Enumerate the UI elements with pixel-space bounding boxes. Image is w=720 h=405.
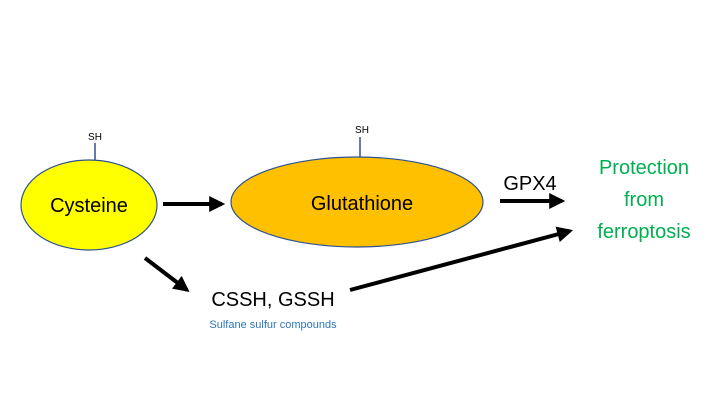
cysteine-ellipse <box>20 159 158 251</box>
outcome-line-2: from <box>624 189 664 211</box>
arrow-persulfides-to-protection <box>349 226 574 292</box>
outcome-line-1: Protection <box>599 157 689 179</box>
cysteine-label: Cysteine <box>50 195 128 217</box>
outcome-node: Protection from ferroptosis <box>597 157 690 243</box>
glutathione-ellipse <box>230 156 484 248</box>
arrow-cysteine-to-persulfides <box>143 256 190 292</box>
outcome-line-3: ferroptosis <box>597 221 690 243</box>
cysteine-node: SH Cysteine <box>20 132 158 251</box>
persulfides-label: CSSH, GSSH <box>211 289 334 311</box>
sulfane-sulfur-caption: Sulfane sulfur compounds <box>209 319 337 331</box>
glutathione-label: Glutathione <box>311 193 413 215</box>
glutathione-sh-label: SH <box>355 125 369 136</box>
gpx4-label: GPX4 <box>503 173 556 195</box>
cysteine-sh-label: SH <box>88 132 102 143</box>
glutathione-node: SH Glutathione <box>230 125 484 248</box>
